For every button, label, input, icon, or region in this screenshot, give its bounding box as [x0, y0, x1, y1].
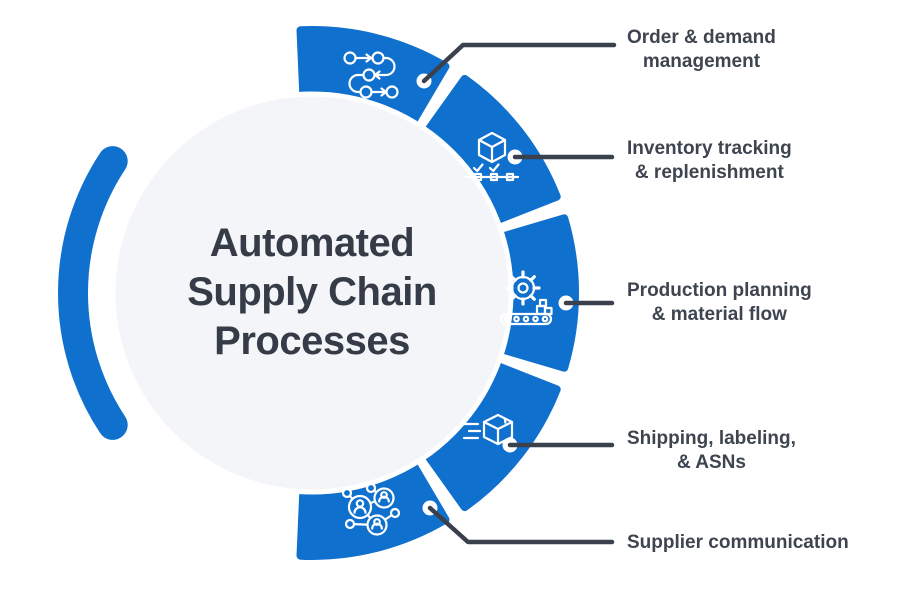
label-production-line1: Production planning: [627, 280, 812, 301]
label-production: Production planning & material flow: [627, 279, 812, 327]
label-production-line2: & material flow: [651, 304, 787, 325]
left-accent-arc: [58, 146, 128, 440]
label-order-demand: Order & demand management: [627, 26, 776, 74]
box-checklist-icon: [464, 131, 520, 182]
label-supplier: Supplier communication: [627, 531, 849, 555]
label-shipping-line1: Shipping, labeling,: [627, 428, 796, 449]
label-shipping: Shipping, labeling, & ASNs: [627, 427, 796, 475]
label-inventory-line2: & replenishment: [634, 162, 784, 183]
speeding-box-icon: [462, 413, 514, 446]
label-order-demand-line1: Order & demand: [627, 27, 776, 48]
center-circle: [110, 91, 514, 495]
people-network-icon: [341, 482, 401, 536]
process-flow-icon: [343, 51, 399, 99]
connector-supplier: [427, 505, 615, 545]
label-order-demand-line2: management: [642, 51, 761, 72]
label-inventory: Inventory tracking & replenishment: [627, 137, 792, 185]
diagram-title: Automated Supply Chain Processes: [187, 221, 437, 363]
label-supplier-line1: Supplier communication: [627, 532, 849, 553]
gear-conveyor-icon: [499, 270, 553, 326]
label-shipping-line2: & ASNs: [676, 452, 746, 473]
connector-order-demand: [421, 42, 617, 84]
label-inventory-line1: Inventory tracking: [627, 138, 792, 159]
